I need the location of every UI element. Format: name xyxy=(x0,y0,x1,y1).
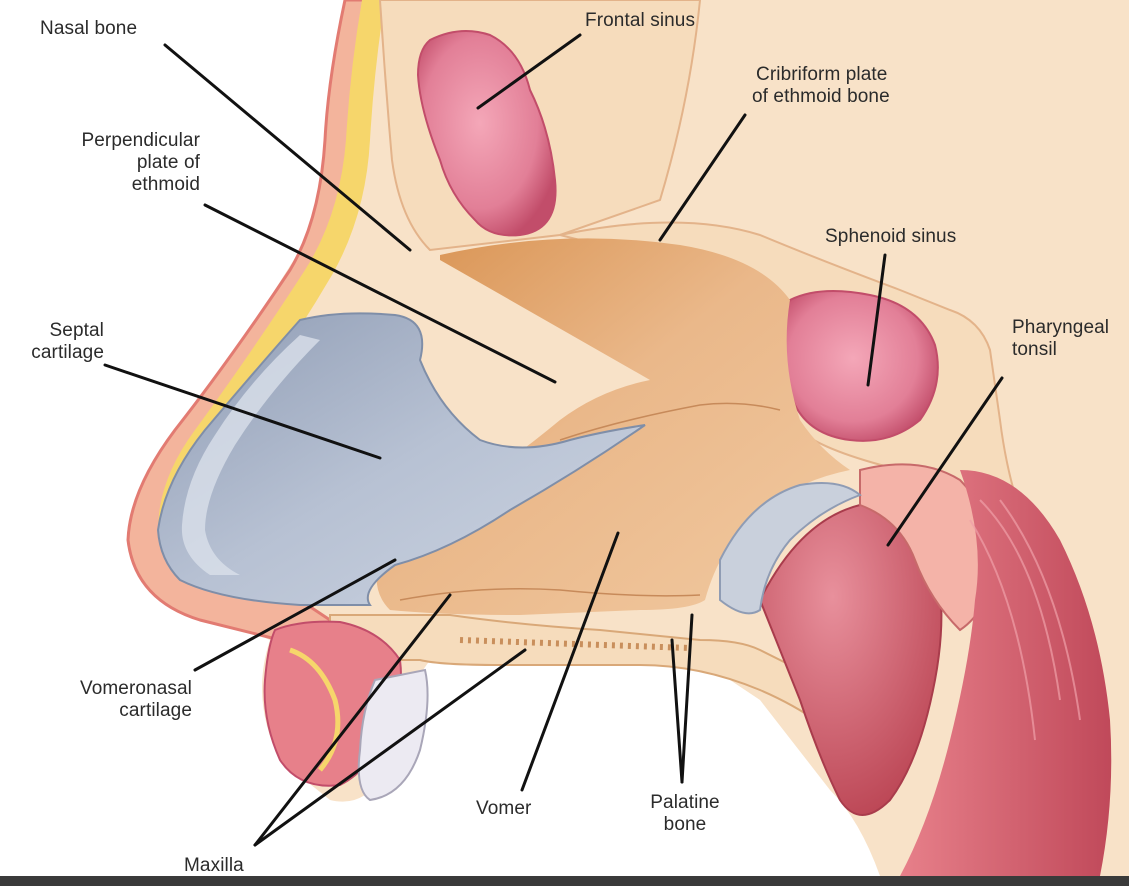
label-sphenoid-sinus: Sphenoid sinus xyxy=(825,226,956,248)
label-palatine-line2: bone xyxy=(630,814,740,836)
label-cribriform-line1: Cribriform plate xyxy=(752,64,890,86)
label-vomer: Vomer xyxy=(476,798,531,820)
label-nasal-bone: Nasal bone xyxy=(40,18,137,40)
label-vomeronasal-cartilage: Vomeronasal cartilage xyxy=(20,678,192,722)
label-septal-line2: cartilage xyxy=(6,342,104,364)
label-palatine-bone: Palatine bone xyxy=(630,792,740,836)
label-cribriform-plate: Cribriform plate of ethmoid bone xyxy=(752,64,890,108)
label-nasal-bone-text: Nasal bone xyxy=(40,18,137,40)
label-vomer-text: Vomer xyxy=(476,798,531,820)
bottom-bar xyxy=(0,876,1129,886)
label-vomeronasal-line2: cartilage xyxy=(20,700,192,722)
label-pharyngeal-tonsil: Pharyngeal tonsil xyxy=(1012,317,1109,361)
label-perpendicular-line2: plate of xyxy=(45,152,200,174)
label-perpendicular-line3: ethmoid xyxy=(45,174,200,196)
label-pharyngeal-line1: Pharyngeal xyxy=(1012,317,1109,339)
label-maxilla: Maxilla xyxy=(184,855,244,877)
label-palatine-line1: Palatine xyxy=(630,792,740,814)
label-vomeronasal-line1: Vomeronasal xyxy=(20,678,192,700)
label-frontal-sinus: Frontal sinus xyxy=(585,10,695,32)
label-cribriform-line2: of ethmoid bone xyxy=(752,86,890,108)
label-septal-line1: Septal xyxy=(6,320,104,342)
label-pharyngeal-line2: tonsil xyxy=(1012,339,1109,361)
label-perpendicular-line1: Perpendicular xyxy=(45,130,200,152)
label-maxilla-text: Maxilla xyxy=(184,855,244,877)
label-sphenoid-sinus-text: Sphenoid sinus xyxy=(825,226,956,248)
label-perpendicular-plate: Perpendicular plate of ethmoid xyxy=(45,130,200,196)
label-frontal-sinus-text: Frontal sinus xyxy=(585,10,695,32)
label-septal-cartilage: Septal cartilage xyxy=(6,320,104,364)
